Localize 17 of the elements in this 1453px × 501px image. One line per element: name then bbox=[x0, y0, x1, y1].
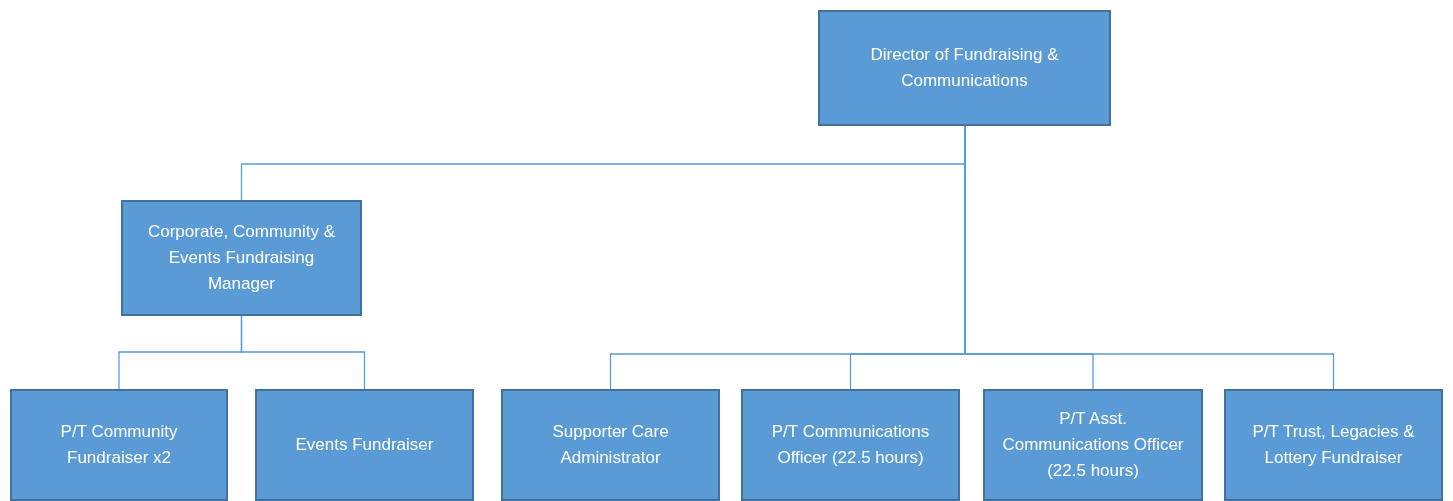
role-title: Corporate, Community & Events Fundraising Manager bbox=[146, 221, 337, 295]
role-box bbox=[255, 389, 474, 501]
role-box bbox=[121, 200, 362, 316]
role-title: P/T Communications Officer (22.5 hours) bbox=[770, 421, 931, 469]
role-title: P/T Community Fundraiser x2 bbox=[59, 421, 179, 469]
role-box bbox=[501, 389, 720, 501]
role-box bbox=[818, 10, 1111, 126]
connector-line bbox=[240, 315, 366, 390]
role-box bbox=[1224, 389, 1443, 501]
role-title: Director of Fundraising & Communications bbox=[869, 44, 1060, 92]
role-title: Events Fundraiser bbox=[295, 434, 434, 456]
role-box bbox=[983, 389, 1203, 501]
role-title: P/T Asst. Communications Officer (22.5 hours) bbox=[1001, 408, 1185, 482]
role-title: Supporter Care Administrator bbox=[551, 421, 670, 469]
role-title: P/T Trust, Legacies & Lottery Fundraiser bbox=[1251, 421, 1416, 469]
role-box bbox=[741, 389, 960, 501]
role-box bbox=[10, 389, 228, 501]
